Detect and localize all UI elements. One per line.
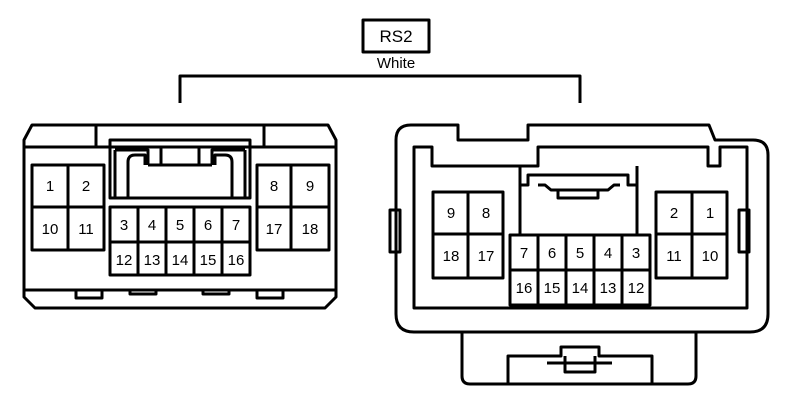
pin-label: 14	[572, 280, 589, 297]
right-connector	[388, 123, 770, 386]
pin-label: 16	[516, 280, 533, 297]
left-connector-divider	[94, 125, 266, 147]
right-lock-tab	[506, 345, 654, 384]
pin-label: 8	[482, 205, 490, 222]
pin-label: 6	[204, 217, 212, 234]
left-bottom-tab	[74, 288, 104, 300]
pin-label: 2	[670, 205, 678, 222]
right-lock-slot	[563, 356, 597, 374]
right-pin-block-center	[508, 233, 652, 307]
right-latch-frame	[518, 166, 639, 235]
left-latch-hooks	[113, 150, 247, 198]
pin-label: 6	[548, 245, 556, 262]
connector-code-label: RS2	[379, 27, 412, 46]
pin-label: 14	[172, 252, 189, 269]
left-pin-block-a	[30, 163, 106, 252]
right-connector-body	[394, 123, 770, 334]
pin-label: 18	[443, 248, 460, 265]
pin-label: 3	[120, 217, 128, 234]
pin-label: 11	[78, 221, 94, 238]
connector-bracket	[178, 74, 582, 103]
pin-label: 1	[46, 178, 54, 195]
pin-label: 17	[266, 221, 283, 238]
pin-label: 12	[628, 280, 645, 297]
connector-code-box	[361, 18, 431, 54]
pin-label: 9	[447, 205, 455, 222]
pin-label: 18	[302, 221, 319, 238]
left-pin-block-b	[255, 163, 331, 252]
pin-label: 16	[228, 252, 245, 269]
pin-label: 15	[544, 280, 561, 297]
left-latch-arms	[115, 148, 245, 165]
pin-label: 5	[576, 245, 584, 262]
pin-label: 7	[520, 245, 528, 262]
pin-label: 8	[270, 178, 278, 195]
pin-label: 11	[666, 248, 682, 265]
pin-label: 4	[148, 217, 156, 234]
right-side-notch-left	[388, 208, 402, 254]
right-lock-housing	[460, 332, 698, 386]
right-pin-block-b	[654, 190, 729, 280]
connector-color-label: White	[377, 55, 415, 72]
pin-label: 9	[306, 178, 314, 195]
right-connector-inner-outline	[412, 145, 749, 310]
left-connector	[22, 123, 338, 310]
pin-label: 10	[42, 221, 59, 238]
pin-label: 1	[706, 205, 714, 222]
pin-label: 13	[144, 252, 161, 269]
pin-label: 2	[82, 178, 90, 195]
left-pin-block-center	[108, 205, 252, 277]
left-bottom-tab	[128, 288, 158, 296]
pin-label: 10	[702, 248, 719, 265]
pin-label: 3	[632, 245, 640, 262]
pin-label: 4	[604, 245, 612, 262]
left-connector-body	[22, 123, 338, 310]
pin-label: 5	[176, 217, 184, 234]
pin-label: 13	[600, 280, 617, 297]
pin-label: 17	[478, 248, 495, 265]
right-latch-tab	[556, 188, 600, 200]
pin-label: 12	[116, 252, 133, 269]
left-latch-frame	[108, 138, 252, 200]
right-side-notch-right	[737, 208, 751, 254]
pin-label: 15	[200, 252, 217, 269]
right-pin-block-a	[431, 190, 505, 280]
left-bottom-tab	[201, 288, 231, 296]
left-bottom-tab	[255, 288, 285, 300]
pin-label: 7	[232, 217, 240, 234]
left-latch-tab	[159, 145, 201, 167]
